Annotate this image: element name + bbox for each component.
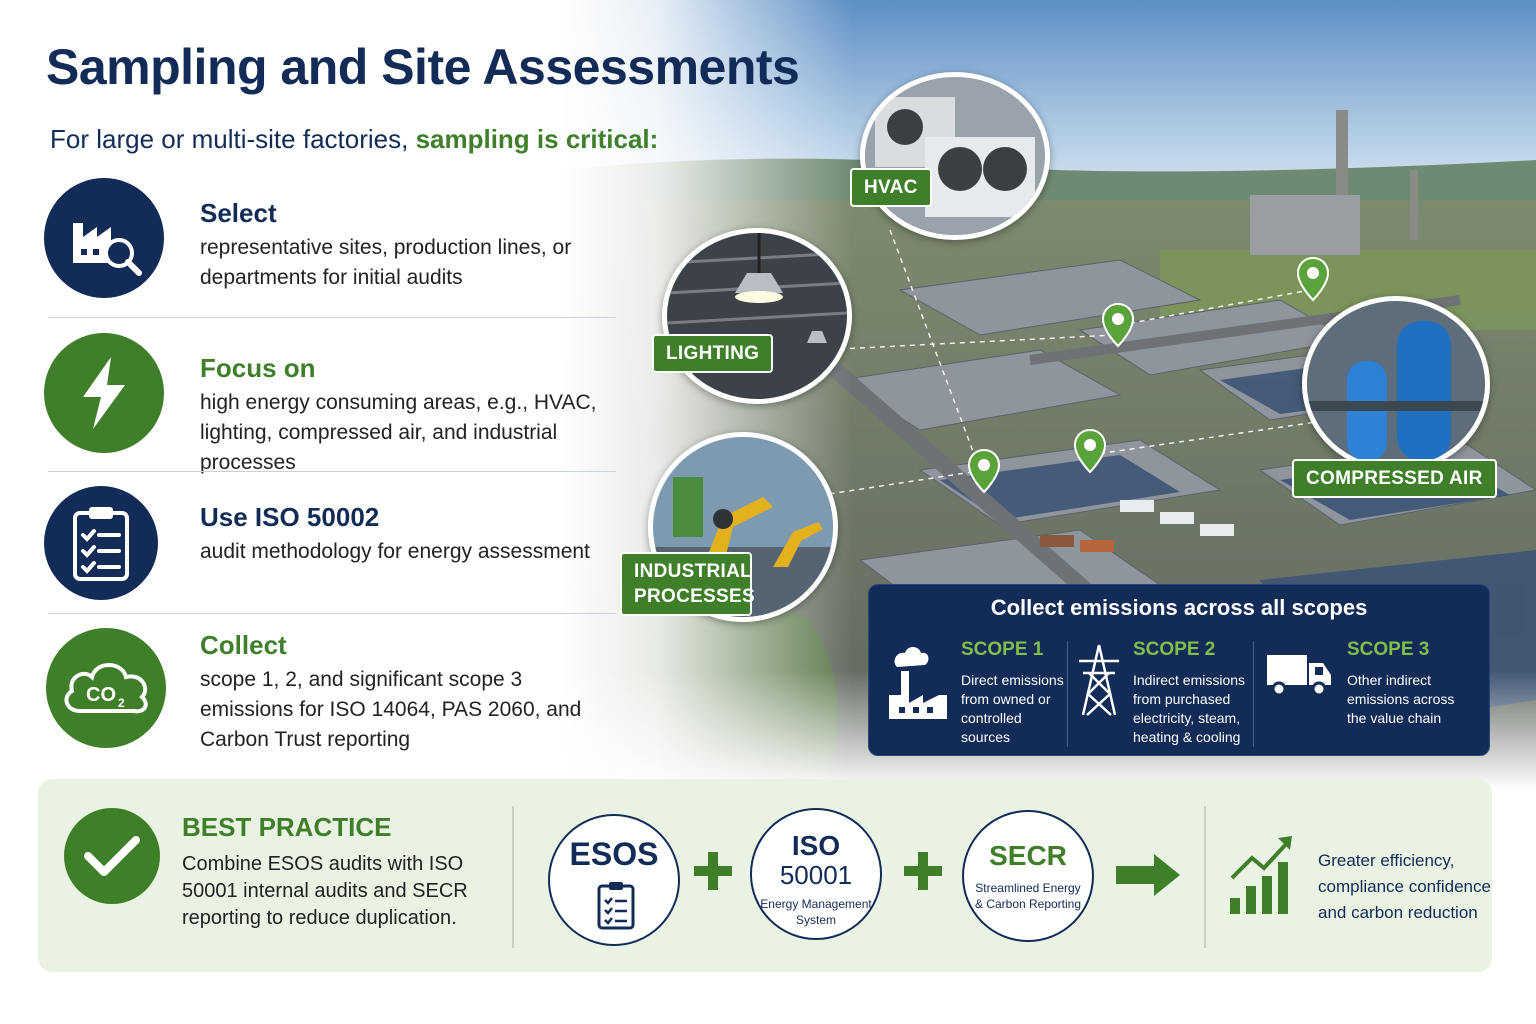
lighting-photo xyxy=(662,228,852,404)
checkmark-icon xyxy=(64,808,160,904)
scope-1: SCOPE 1 Direct emissions from owned or c… xyxy=(887,639,1077,749)
list-item-focus: Focus on high energy consuming areas, e.… xyxy=(44,333,616,474)
secr-description: Streamlined Energy & Carbon Reporting xyxy=(974,881,1082,911)
item-heading: Use ISO 50002 xyxy=(200,502,380,532)
best-practice-heading: BEST PRACTICE xyxy=(182,812,392,842)
location-pin-icon xyxy=(967,448,1001,494)
esos-label: ESOS xyxy=(569,836,659,872)
list-divider xyxy=(48,317,616,318)
clipboard-icon xyxy=(597,882,635,930)
co2-subscript: 2 xyxy=(118,696,125,710)
item-text: scope 1, 2, and significant scope 3 emis… xyxy=(200,668,582,751)
page-subtitle: For large or multi-site factories, sampl… xyxy=(50,124,658,155)
subtitle-lead: For large or multi-site factories, xyxy=(50,124,409,154)
scope-1-name: SCOPE 1 xyxy=(961,639,1044,660)
hvac-label: HVAC xyxy=(850,168,932,207)
lightning-icon xyxy=(44,333,164,453)
scope-3-name: SCOPE 3 xyxy=(1347,639,1430,660)
list-divider xyxy=(48,613,616,614)
growth-chart-icon xyxy=(1230,836,1292,914)
industrial-processes-label: INDUSTRIAL PROCESSES xyxy=(620,552,755,616)
power-pylon-icon xyxy=(1079,644,1119,716)
iso-number: 50001 xyxy=(779,860,853,890)
location-pin-icon xyxy=(1073,428,1107,474)
scope-2-desc: Indirect emissions from purchased electr… xyxy=(1133,672,1246,745)
subtitle-highlight: sampling is critical: xyxy=(415,124,659,154)
iso-50001-badge: ISO 50001 Energy Management System xyxy=(750,808,882,940)
scope-2-name: SCOPE 2 xyxy=(1133,639,1216,660)
emissions-scopes-panel: Collect emissions across all scopes SCOP… xyxy=(868,584,1490,756)
clipboard-checklist-icon xyxy=(44,486,158,600)
scope-2: SCOPE 2 Indirect emissions from purchase… xyxy=(1077,639,1257,749)
lighting-label: LIGHTING xyxy=(652,334,774,373)
item-text: representative sites, production lines, … xyxy=(200,236,572,289)
band-separator xyxy=(1204,806,1206,948)
item-heading: Focus on xyxy=(200,353,316,383)
factory-search-icon xyxy=(44,178,164,298)
best-practice-text: Combine ESOS audits with ISO 50001 inter… xyxy=(182,853,468,929)
scope-3: SCOPE 3 Other indirect emissions across … xyxy=(1265,639,1485,749)
plus-icon xyxy=(694,852,732,890)
iso-label: ISO xyxy=(791,830,841,861)
location-pin-icon xyxy=(1296,256,1330,302)
result-text: Greater efficiency, compliance confidenc… xyxy=(1318,851,1491,922)
scope-separator xyxy=(1067,641,1068,747)
scope-3-desc: Other indirect emissions across the valu… xyxy=(1347,672,1455,726)
secr-badge: SECR Streamlined Energy & Carbon Reporti… xyxy=(962,810,1094,942)
band-separator xyxy=(512,806,514,948)
list-item-select: Select representative sites, production … xyxy=(44,178,616,302)
location-pin-icon xyxy=(1101,302,1135,348)
iso-description: Energy Management System xyxy=(760,897,872,927)
item-text: audit methodology for energy assessment xyxy=(200,540,590,563)
list-divider xyxy=(48,471,616,472)
page-title: Sampling and Site Assessments xyxy=(46,39,800,95)
scopes-title: Collect emissions across all scopes xyxy=(990,595,1368,620)
item-heading: Select xyxy=(200,198,277,228)
list-item-iso50002: Use ISO 50002 audit methodology for ener… xyxy=(44,486,616,602)
compressed-air-label: COMPRESSED AIR xyxy=(1292,459,1497,498)
list-item-collect: CO 2 Collect scope 1, 2, and significant… xyxy=(44,628,616,752)
compressed-air-photo xyxy=(1302,296,1490,472)
hvac-photo xyxy=(860,72,1050,240)
secr-label: SECR xyxy=(989,840,1067,871)
truck-icon xyxy=(1267,655,1331,697)
esos-badge: ESOS xyxy=(548,814,680,946)
scope-1-desc: Direct emissions from owned or controlle… xyxy=(961,672,1064,745)
factory-icon xyxy=(889,647,947,719)
industrial-processes-text: INDUSTRIAL PROCESSES xyxy=(634,561,755,607)
co2-cloud-icon: CO 2 xyxy=(46,628,166,748)
co2-label: CO xyxy=(86,684,116,706)
scope-separator xyxy=(1253,641,1254,747)
item-text: high energy consuming areas, e.g., HVAC,… xyxy=(200,391,597,474)
plus-icon xyxy=(904,852,942,890)
item-heading: Collect xyxy=(200,630,287,660)
arrow-right-icon xyxy=(1116,854,1180,896)
